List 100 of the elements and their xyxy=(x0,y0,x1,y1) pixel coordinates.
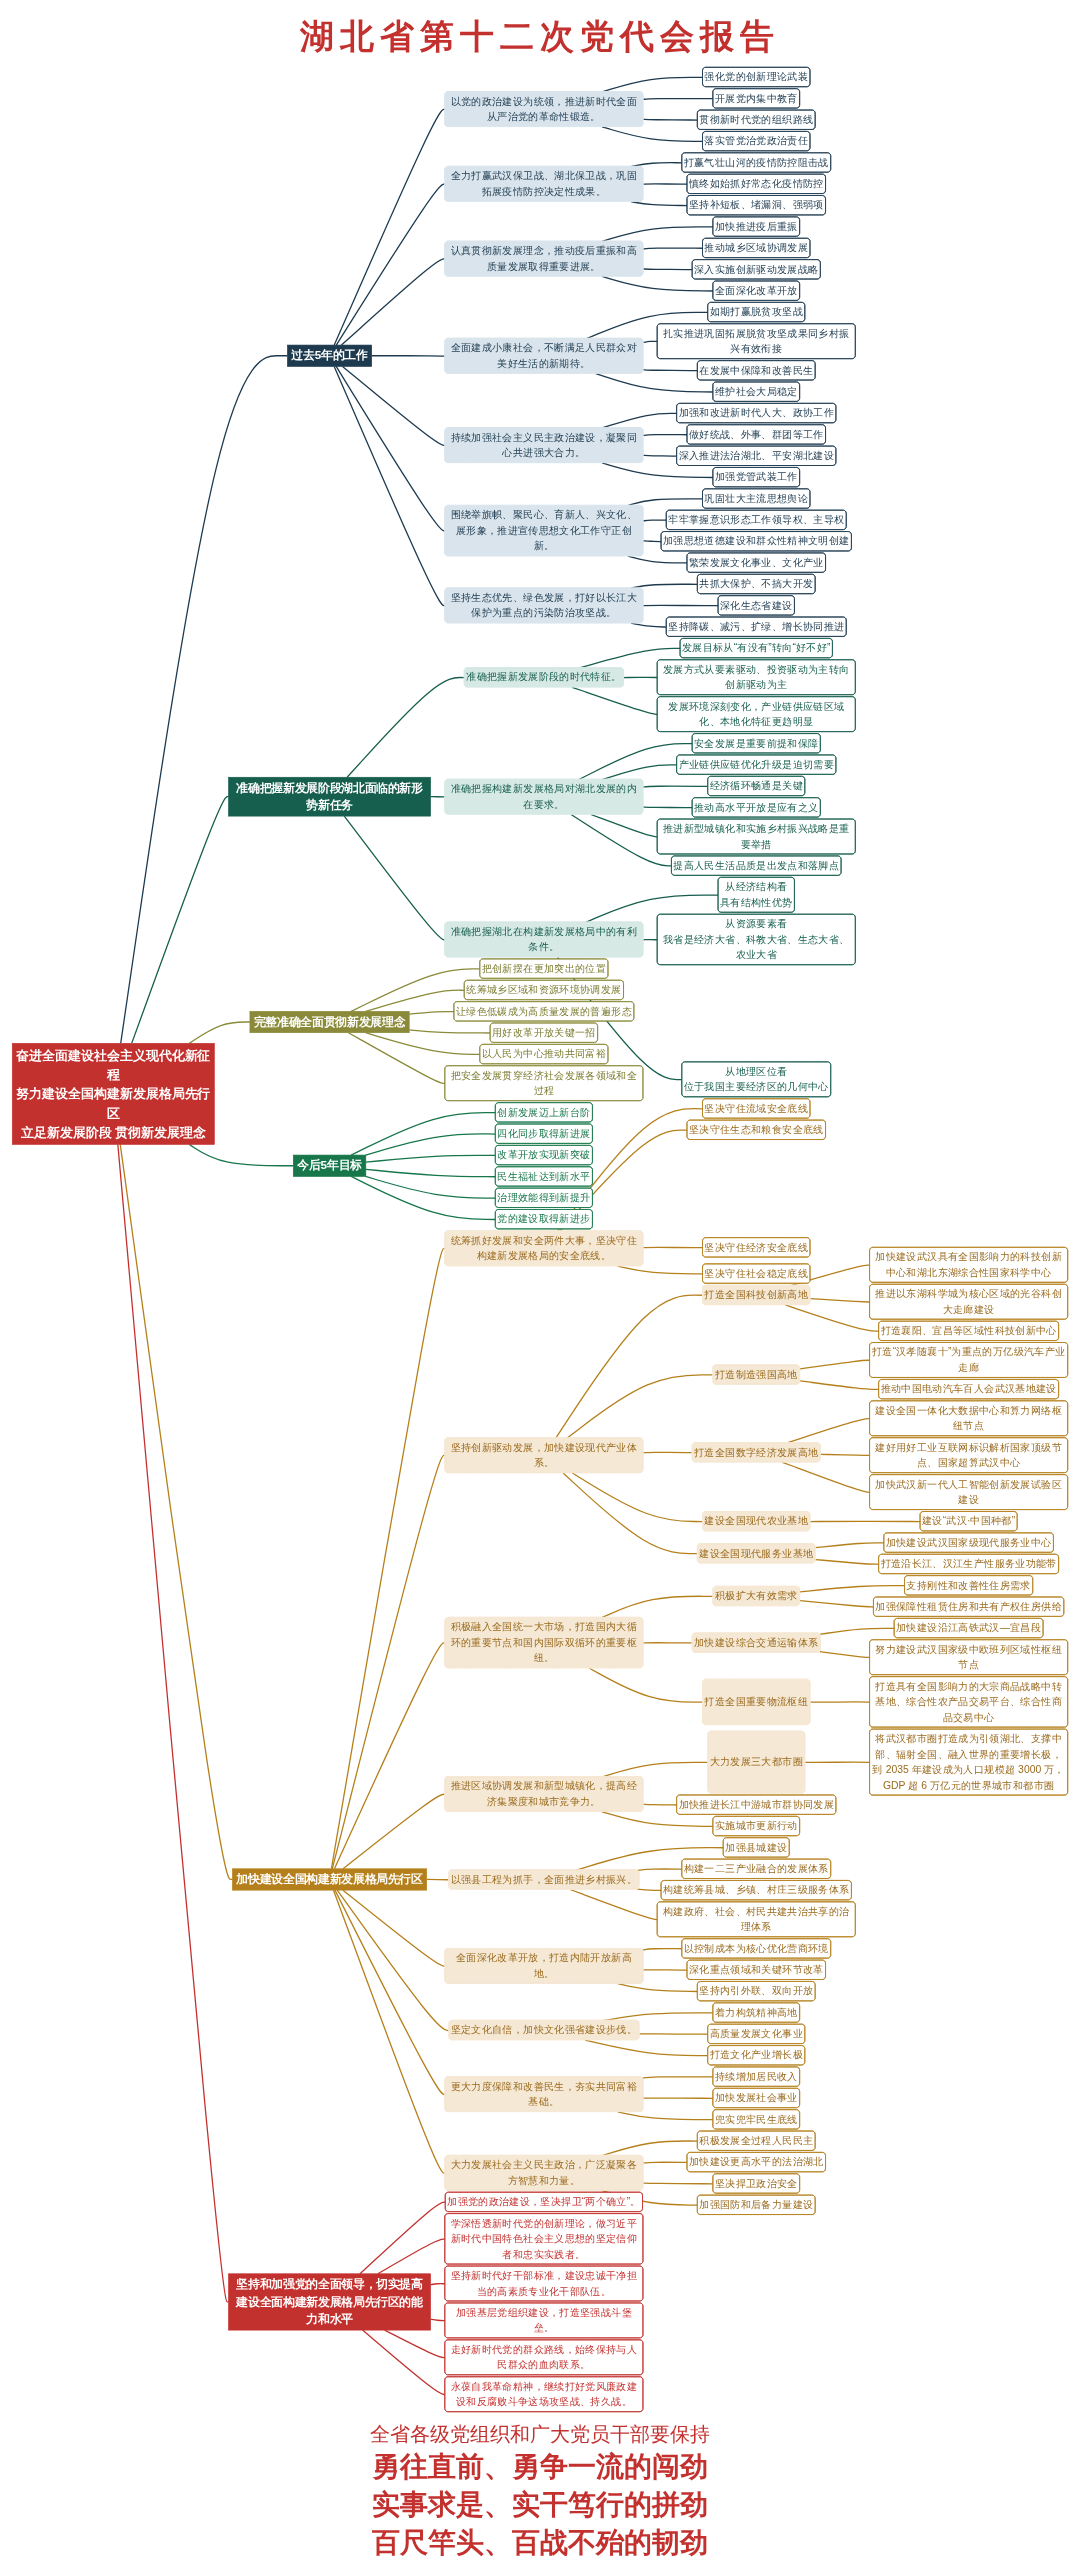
connector xyxy=(799,1600,875,1608)
connector xyxy=(350,1175,497,1221)
connector xyxy=(340,258,446,346)
connector xyxy=(578,742,694,781)
connector xyxy=(636,1868,683,1872)
note-text: 全省各级党组织和广大党员干部要保持 xyxy=(370,2423,710,2445)
connector xyxy=(809,1701,871,1703)
connector xyxy=(636,1888,663,1892)
connector xyxy=(562,1472,699,1555)
connector xyxy=(617,1265,704,1275)
connector xyxy=(350,968,481,1012)
connector xyxy=(555,1294,704,1439)
slogan-text: 百尺竿头、百战不殆的韧劲 xyxy=(372,2527,708,2558)
connector xyxy=(333,365,446,607)
connector xyxy=(571,686,659,716)
slogan-text: 实事求是、实干笃行的拼劲 xyxy=(372,2489,708,2520)
connector xyxy=(642,454,678,457)
connector xyxy=(814,1558,880,1565)
connector xyxy=(408,1010,455,1015)
connector xyxy=(814,1542,885,1549)
connector xyxy=(820,1453,871,1457)
connector xyxy=(642,1642,694,1644)
connector xyxy=(588,1667,704,1703)
connector xyxy=(117,1143,230,2303)
connector xyxy=(188,1021,251,1045)
connector xyxy=(642,1246,704,1249)
node-box xyxy=(287,344,372,367)
connector xyxy=(642,183,688,185)
connector xyxy=(642,1451,694,1454)
connector xyxy=(336,1889,450,2031)
connector xyxy=(331,1454,446,1870)
mind-map-diagram: 奋进全面建设社会主义现代化新征程 努力建设全国构建新发展格局先行区 立足新发展阶段 贯彻新发展理念 过去5年的工作 以党的政治建设为统领，推进新时代全面从严治党的革命性锻造。 强化党的创新理论武装 开展党内集中教育 贯彻新时代党的组织路线 落实管党治党政治责任 全力打赢武汉保卫战、湖北保卫战，巩固拓展疫情防控决定性成果。 打赢气壮山河的疫情防控阻击战 慎终如始抓好常态化疫情防控 坚持补短板、堵漏洞、强弱项 认真贯彻新发展理念，推动疫后重振和高质量发展取得重要进展。 加快推进疫后重振 推动城乡区域协调发展 深入实施创新驱动发展战略 全面深化改革开放 全面建成小康社会，不断满足人民群众对美好生活的新期待。 如期打赢脱贫攻坚战 扎实推进巩固拓展脱贫攻坚成果同乡村振兴有效衔接 在发展中保障和改善民生 维护社会大局稳定 持续加强社会主义民主政治建设，凝聚同心共进强大合力。 加强和改进新时代人大、政协工作 做好统战、外事、群团等工作 深入推进法治湖北、平安湖北建设 加强党管武装工作 围绕举旗帜、聚民心、育新人、兴文化、展形象，推进宣传思想文化工作守正创新。 巩固壮大主流思想舆论 牢牢掌握意识形态工作领导权、主导权 加强思想道德建设和群众性精神文明创建 繁荣发展文化事业、文化产业 坚持生态优先、绿色发展，打好以长江大保护为重点的污染防治攻坚战。 共抓大保护、不搞大开发 深化生态省建设 坚持降碳、减污、扩绿、增长协同推进 准确把握新发展阶段湖北面临的新形势新任务 准确把握新发展阶段的时代特征。 发展目标从“有没有”转向“好不好” 发展方式从要素驱动、投资驱动为主转向创新驱动为主 发展环境深刻变化，产业链供应链区域化、本地化特征更趋明显 准确把握构建新发展格局对湖北发展的内在要求。 安全发展是重要前提和保障 产业链供应链优化升级是迫切需要 经济循环畅通是关键 推动高水平开放是应有之义 推进新型城镇化和实施乡村振兴战略是重要举措 提高人民生活品质是出发点和落脚点 准确把握湖北在构建新发展格局中的有利条件。 从经济结构看 具有结构性优势 从资源要素看 我省是经济大省、科教大省、生态大省、农业大省 从地理区位看 位于我国主要经济区的几何中心 完整准确全面贯彻新发展理念 把创新摆在更加突出的位置 统筹城乡区域和资源环境协调发展 让绿色低碳成为高质量发展的普遍形态 用好改革开放关键一招 以人民为中心推动共同富裕 把安全发展贯穿经济社会发展各领域和全过程 今后5年目标 创新发展迈上新台阶 四化同步取得新进展 改革开放实现新突破 民生福祉达到新水平 治理效能得到新提升 党的建设取得新进步 加快建设全国构建新发展格局先行区 统筹抓好发展和安全两件大事，坚决守住构建新发展格局的安全底线。 坚决守住流域安全底线 坚决守住生态和粮食安全底线 坚决守住经济安全底线 坚决守住社会稳定底线 坚持创新驱动发展，加快建设现代产业体系。 打造全国科技创新高地 加快建设武汉具有全国影响力的科技创新中心和湖北东湖综合性国家科学中心 推进以东湖科学城为核心区域的光谷科创大走廊建设 打造襄阳、宜昌等区域性科技创新中心 打造制造强国高地 打造“汉孝随襄十”为重点的万亿级汽车产业走廊 推动中国电动汽车百人会武汉基地建设 打造全国数字经济发展高地 建设全国一体化大数据中心和算力网络枢纽节点 建好用好工业互联网标识解析国家顶级节点、国家超算武汉中心 加快武汉新一代人工智能创新发展试验区建设 建设全国现代农业基地 建设“武汉·中国种都” 建设全国现代服务业基地 加快建设武汉国家级现代服务业中心 打造沿长江、汉江生产性服务业功能带 积极融入全国统一大市场，打造国内大循环的重要节点和国内国际双循环的重要枢纽。 积极扩大有效需求 支持刚性和改善性住房需求 加强保障性租赁住房和共有产权住房供给 加快建设综合交通运输体系 加快建设沿江高铁武汉—宜昌段 努力建设武汉国家级中欧班列区域性枢纽节点 打造全国重要物流枢纽 打造具有全国影响力的大宗商品战略中转基地、综合性农产品交易平台、综合性商品交易中心 推进区域协调发展和新型城镇化，提高经济集聚度和城市竞争力。 大力发展三大都市圈 将武汉都市圈打造成为引领湖北、支撑中部、辐射全国、融入世界的重要增长极，到 2035 年建设成为人口规模超 3000 万，GDP 超 6 万亿元的世界城市和都市圈 加快推进长江中游城市群协同发展 实施城市更新行动 以强县工程为抓手，全面推进乡村振兴。 加强县城建设 构建一二三产业融合的发展体系 构建统筹县城、乡镇、村庄三级服务体系 构建政府、社会、村民共建共治共享的治理体系 全面深化改革开放，打造内陆开放新高地。 以控制成本为核心优化营商环境 深化重点领域和关键环节改革 坚持内引外联、双向开放 坚定文化自信，加快文化强省建设步伐。 着力构筑精神高地 高质量发展文化事业 打造文化产业增长极 更大力度保障和改善民生，夯实共同富裕基础。 持续增加居民收入 加快发展社会事业 兜实兜牢民生底线 大力发展社会主义民主政治，广泛凝聚各方智慧和力量。 积极发展全过程人民民主 加快建设更高水平的法治湖北 坚决捍卫政治安全 加强国防和后备力量建设 坚持和加强党的全面领导，切实提高建设全面构建新发展格局先行区的能力和水平 加强党的政治建设，坚决捍卫“两个确立”。 学深悟透新时代党的创新理论，做习近平新时代中国特色社会主义思想的坚定信仰者和忠实实践者。 坚持新时代好干部标准，建设忠诚干净担当的高素质专业化干部队伍。 加强基层党组织建设，打造坚强战斗堡垒。 走好新时代党的群众路线，始终保持与人民群众的血肉联系。 永葆自我革命精神，继续打好党风廉政建设和反腐败斗争这场攻坚战、持久战。 xyxy=(11,66,1069,2413)
connector xyxy=(804,1761,871,1764)
connector xyxy=(571,1472,704,1523)
connector xyxy=(642,785,709,788)
node-box xyxy=(11,1043,215,1145)
connector xyxy=(799,1380,880,1391)
connector xyxy=(799,1584,906,1593)
connector xyxy=(365,1168,497,1178)
connector xyxy=(131,796,230,1045)
connector xyxy=(350,1111,497,1156)
connector xyxy=(642,2161,688,2164)
node-box xyxy=(228,2273,431,2331)
connector xyxy=(601,126,704,143)
connector xyxy=(377,2238,446,2275)
connector xyxy=(120,355,289,1045)
connector xyxy=(601,462,714,479)
connector xyxy=(642,268,694,271)
connector xyxy=(642,1969,688,1971)
connector xyxy=(642,604,719,607)
connector xyxy=(188,1143,294,1167)
connector xyxy=(642,369,699,372)
connector xyxy=(569,1888,659,1921)
connector xyxy=(638,2033,709,2035)
connector xyxy=(364,1133,497,1156)
connector xyxy=(342,1793,446,1870)
connector xyxy=(642,118,699,121)
node-box xyxy=(228,776,431,817)
connector xyxy=(333,108,446,346)
connector xyxy=(371,355,446,357)
connector xyxy=(334,1889,446,2096)
connector xyxy=(584,2039,709,2057)
connector xyxy=(361,2329,446,2396)
connector xyxy=(617,2111,714,2121)
connector xyxy=(781,1461,871,1494)
connector xyxy=(586,311,709,340)
report-title: 湖北省第十二次党代会报告 xyxy=(299,16,781,57)
node-box xyxy=(292,1154,367,1177)
connector xyxy=(570,813,673,867)
connector xyxy=(642,247,704,250)
connector xyxy=(333,1642,446,1870)
connector xyxy=(784,1304,880,1332)
connector xyxy=(601,1595,714,1619)
connector xyxy=(809,1298,871,1303)
connector xyxy=(332,1889,446,2174)
connector xyxy=(799,1359,871,1370)
connector xyxy=(642,97,714,101)
connector xyxy=(641,2076,714,2079)
connector xyxy=(627,555,688,564)
connector xyxy=(347,1032,446,1085)
connector xyxy=(346,676,466,778)
connector xyxy=(595,372,714,393)
connector xyxy=(642,519,668,522)
connector xyxy=(364,1175,497,1199)
connector xyxy=(119,1143,234,1881)
node-box xyxy=(249,1011,410,1034)
connector xyxy=(341,365,446,447)
connector xyxy=(426,1878,450,1881)
connector xyxy=(630,622,668,628)
connector xyxy=(642,1803,678,1806)
slogan-text: 勇往直前、勇争一流的闯劲 xyxy=(372,2451,708,2482)
connector xyxy=(335,365,446,532)
connector xyxy=(809,1520,922,1523)
connector xyxy=(590,813,659,838)
connector xyxy=(335,183,446,346)
connector xyxy=(642,806,694,809)
connector xyxy=(566,1374,714,1439)
connector xyxy=(408,1029,492,1034)
connector xyxy=(601,1811,714,1828)
connector xyxy=(819,1627,896,1635)
